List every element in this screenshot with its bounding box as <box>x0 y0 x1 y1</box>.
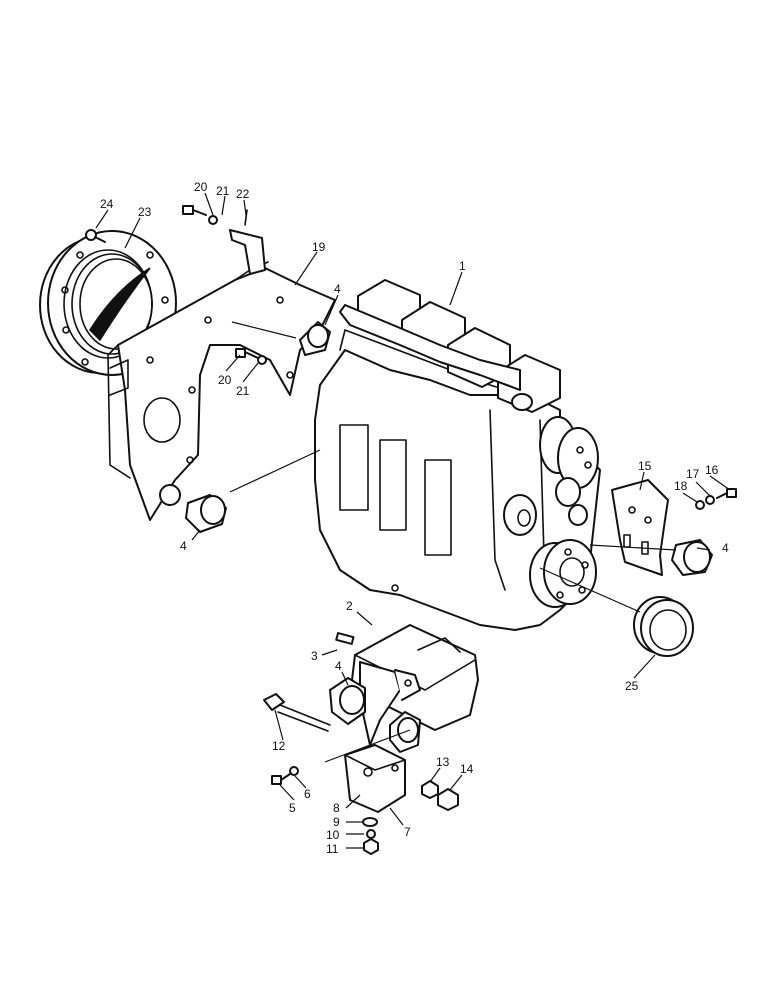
callout-21-mid: 21 <box>236 384 250 398</box>
end-cover <box>633 596 694 657</box>
callout-7: 7 <box>404 825 411 839</box>
callout-10: 10 <box>326 828 340 842</box>
callout-20-top: 20 <box>194 180 208 194</box>
callout-11: 11 <box>326 842 339 856</box>
fastener-group-top <box>85 205 267 365</box>
callout-18: 18 <box>674 479 688 493</box>
rubber-mount-left <box>185 494 227 533</box>
callout-9: 9 <box>333 815 340 829</box>
callout-2: 2 <box>346 599 353 613</box>
callout-17: 17 <box>686 467 700 481</box>
callout-14: 14 <box>460 762 474 776</box>
callout-4-upper: 4 <box>334 282 341 296</box>
leader-lines <box>95 192 731 849</box>
callout-12: 12 <box>272 739 286 753</box>
callout-1: 1 <box>459 259 466 273</box>
engine-block <box>314 279 601 631</box>
callout-4-lower: 4 <box>335 659 342 673</box>
small-fasteners <box>271 766 459 855</box>
rubber-mount-upper <box>299 321 331 356</box>
callout-16: 16 <box>705 463 719 477</box>
callout-19: 19 <box>312 240 326 254</box>
callout-5: 5 <box>289 801 296 815</box>
callout-4-right: 4 <box>722 541 729 555</box>
callout-4-left: 4 <box>180 539 187 553</box>
callout-3: 3 <box>311 649 318 663</box>
callout-8: 8 <box>333 801 340 815</box>
callout-6: 6 <box>304 787 311 801</box>
callout-20-mid: 20 <box>218 373 232 387</box>
lower-mount-assembly <box>329 624 479 813</box>
callout-13: 13 <box>436 755 450 769</box>
callout-15: 15 <box>638 459 652 473</box>
callout-22: 22 <box>236 187 250 201</box>
callout-23: 23 <box>138 205 152 219</box>
callout-24: 24 <box>100 197 114 211</box>
long-bolt <box>263 693 331 732</box>
right-side-bracket <box>611 479 737 576</box>
callout-21-top: 21 <box>216 184 230 198</box>
callout-25: 25 <box>625 679 639 693</box>
callout-labels: 1 2 3 4 4 4 4 5 6 7 8 9 10 11 12 13 14 1… <box>100 180 729 856</box>
front-mounting-plate <box>107 261 336 521</box>
